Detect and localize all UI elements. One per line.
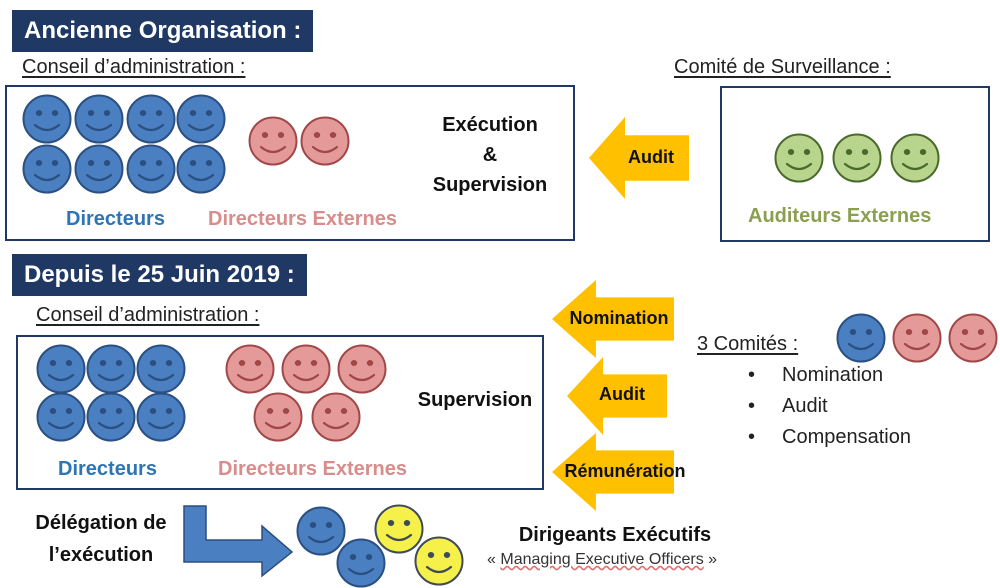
smiley-face-icon	[337, 344, 387, 394]
old-auditors-label: Auditeurs Externes	[748, 205, 932, 227]
smiley-face-icon	[22, 94, 72, 144]
smiley-face-icon	[22, 144, 72, 194]
smiley-face-icon	[311, 392, 361, 442]
bent-arrow-icon	[183, 505, 294, 578]
old-external-directors-label: Directeurs Externes	[208, 208, 397, 230]
old-audit-arrow-label: Audit	[628, 147, 674, 167]
committees-list: Nomination Audit Compensation	[742, 360, 911, 453]
smiley-face-icon	[36, 344, 86, 394]
role-line: Supervision	[432, 174, 548, 196]
smiley-face-icon	[892, 313, 942, 363]
executives-subtitle-text: Managing Executive Officers	[500, 551, 704, 568]
smiley-face-icon	[126, 144, 176, 194]
executives-group	[296, 500, 466, 584]
smiley-face-icon	[126, 94, 176, 144]
executives-subtitle: « Managing Executive Officers »	[487, 551, 717, 569]
smiley-face-icon	[890, 133, 940, 183]
smiley-face-icon	[225, 344, 275, 394]
smiley-face-icon	[74, 144, 124, 194]
delegation-line: Délégation de	[35, 512, 167, 534]
smiley-face-icon	[300, 116, 350, 166]
role-line: Exécution	[442, 114, 538, 136]
executives-title: Dirigeants Exécutifs	[518, 524, 712, 546]
old-role-label: Exécution & Supervision	[410, 110, 570, 200]
smiley-face-icon	[86, 392, 136, 442]
new-directors-group	[36, 344, 188, 444]
old-directors-group	[22, 94, 232, 196]
smiley-face-icon	[836, 313, 886, 363]
open-quote: «	[487, 551, 496, 568]
old-org-title: Ancienne Organisation :	[12, 10, 314, 52]
new-external-directors-label: Directeurs Externes	[218, 458, 407, 480]
committees-group	[836, 313, 1000, 363]
new-role-label: Supervision	[417, 389, 533, 411]
delegation-line: l’exécution	[48, 544, 154, 566]
delegation-label: Délégation de l’exécution	[16, 507, 186, 571]
smiley-face-icon	[176, 144, 226, 194]
old-committee-label: Comité de Surveillance :	[674, 56, 891, 78]
smiley-face-icon	[136, 344, 186, 394]
nomination-arrow-label: Nomination	[569, 308, 669, 328]
smiley-face-icon	[36, 392, 86, 442]
old-external-directors-group	[248, 116, 352, 166]
smiley-face-icon	[136, 392, 186, 442]
smiley-face-icon	[248, 116, 298, 166]
smiley-face-icon	[774, 133, 824, 183]
new-board-label: Conseil d’administration :	[36, 304, 260, 326]
new-org-title: Depuis le 25 Juin 2019 :	[12, 254, 307, 296]
committees-label: 3 Comités :	[697, 333, 799, 355]
list-item: Audit	[742, 391, 911, 422]
old-auditors-group	[774, 133, 944, 183]
smiley-face-icon	[74, 94, 124, 144]
smiley-face-icon	[414, 536, 464, 586]
smiley-face-icon	[948, 313, 998, 363]
audit-arrow-label: Audit	[599, 384, 645, 404]
old-board-label: Conseil d’administration :	[22, 56, 246, 78]
smiley-face-icon	[176, 94, 226, 144]
smiley-face-icon	[832, 133, 882, 183]
role-line: &	[482, 144, 498, 166]
smiley-face-icon	[86, 344, 136, 394]
old-directors-label: Directeurs	[66, 208, 165, 230]
close-quote: »	[708, 551, 718, 568]
new-directors-label: Directeurs	[58, 458, 157, 480]
list-item: Nomination	[742, 360, 911, 391]
smiley-face-icon	[336, 538, 386, 588]
smiley-face-icon	[281, 344, 331, 394]
smiley-face-icon	[253, 392, 303, 442]
new-external-directors-group	[225, 344, 395, 444]
remuneration-arrow-label: Rémunération	[564, 461, 686, 481]
list-item: Compensation	[742, 422, 911, 453]
